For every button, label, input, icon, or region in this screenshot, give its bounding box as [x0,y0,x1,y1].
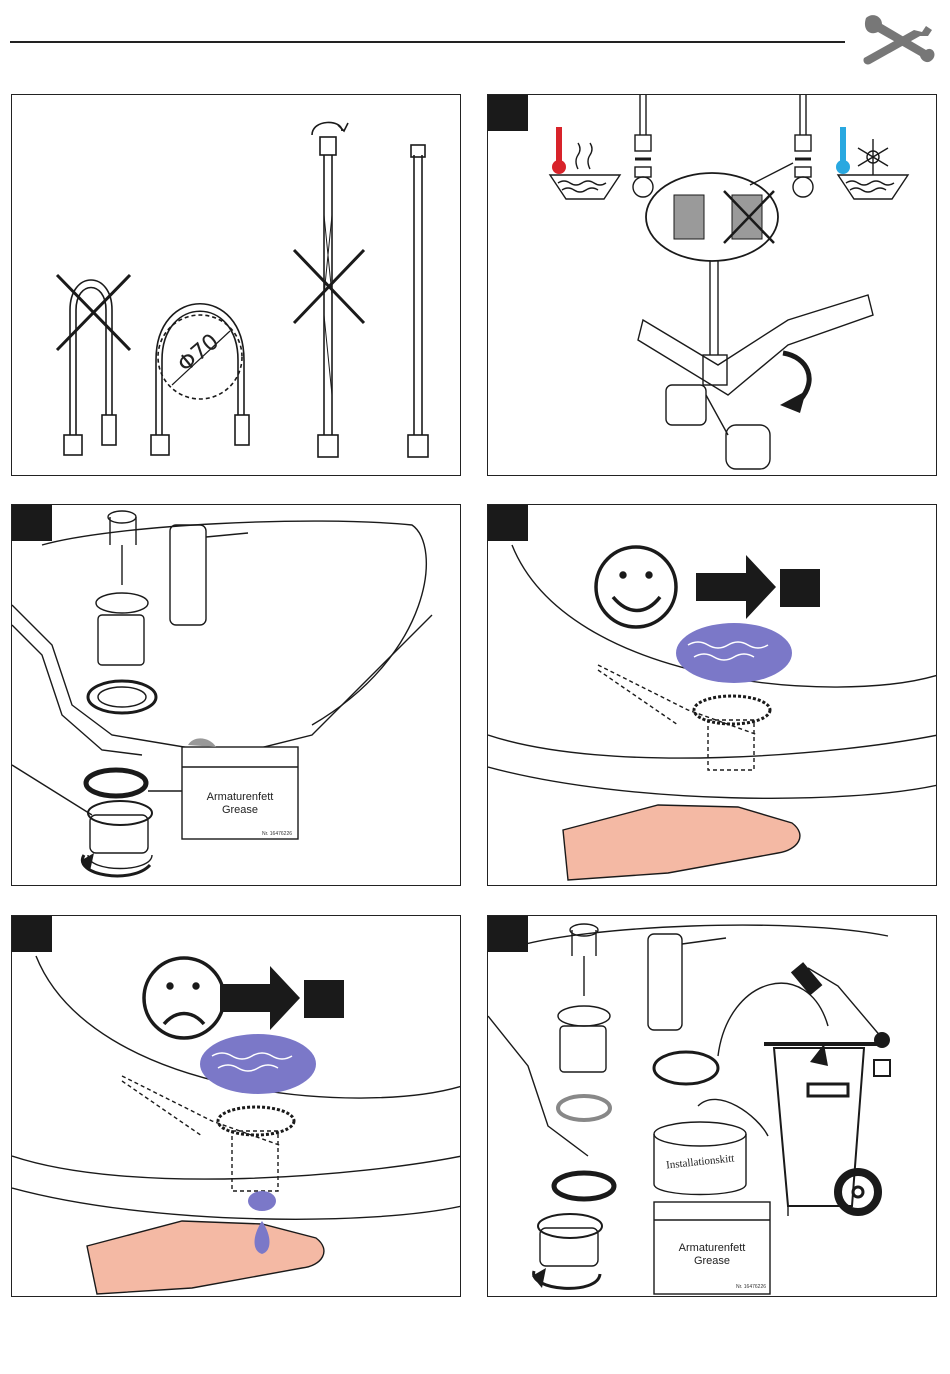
sad-face-icon [144,958,224,1038]
panel-grease-waste: Armaturenfett Grease Nr. 16476226 [11,504,461,886]
next-arrow-icon [220,966,300,1030]
wrench-screwdriver-icon [856,10,938,76]
header-rule [10,41,845,43]
water-surface [676,623,792,683]
grease-box-line2: Grease [202,804,278,817]
panel-putty-disposal: Installationskitt Armaturenfett Grease N… [487,915,937,1297]
grease-box-partno: Nr. 16476226 [736,1284,766,1290]
grease-box-partno: Nr. 16476226 [262,831,292,837]
next-arrow-icon [696,555,776,619]
grease-box-line1: Armaturenfett [674,1242,750,1255]
panel-leak-fail [11,915,461,1297]
grease-box-label: Armaturenfett Grease [674,1242,750,1268]
smiley-icon [596,547,676,627]
panel-temperature-thread [487,94,937,476]
panel-leak-ok [487,504,937,886]
thread-bad-icon [732,195,762,239]
water-drop [248,1191,276,1211]
grease-box-line1: Armaturenfett [202,791,278,804]
grease-box-line2: Grease [674,1255,750,1268]
thread-ok-icon [674,195,704,239]
panel-hose-bending: Φ70 [11,94,461,476]
hot-thermometer-icon [556,127,562,165]
water-surface [200,1034,316,1094]
next-step-badge [780,569,820,607]
cold-thermometer-icon [840,127,846,165]
next-step-badge [304,980,344,1018]
grease-box-label: Armaturenfett Grease [202,791,278,817]
